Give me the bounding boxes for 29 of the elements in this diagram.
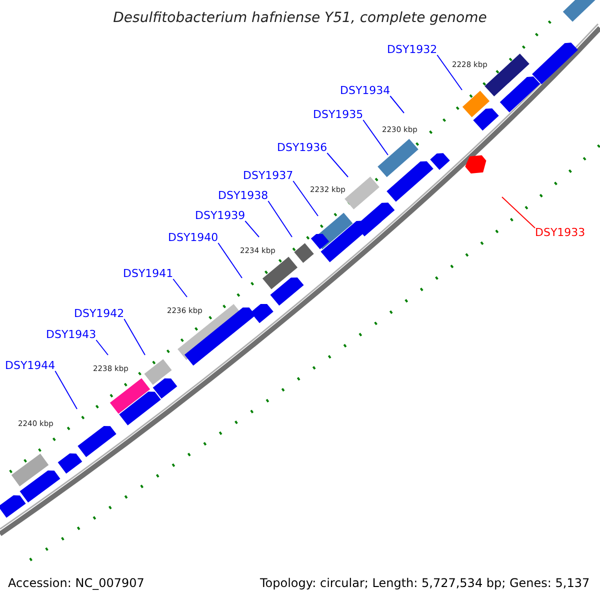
leader-line bbox=[268, 200, 292, 238]
gene-label: DSY1935 bbox=[313, 108, 364, 122]
leader-line bbox=[326, 152, 348, 178]
gene-label: DSY1937 bbox=[243, 169, 294, 183]
title: Desulfitobacterium hafniense Y51, complete genome bbox=[112, 9, 488, 28]
gene-label: DSY1932 bbox=[387, 43, 438, 57]
gene-label: DSY1944 bbox=[5, 359, 56, 373]
gene-label: DSY1934 bbox=[340, 84, 390, 98]
gene-label: DSY1943 bbox=[46, 328, 96, 342]
gene-label: DSY1942 bbox=[74, 307, 124, 321]
gene-label: DSY1936 bbox=[277, 141, 328, 155]
leader-line bbox=[124, 318, 146, 356]
leader-line bbox=[172, 278, 188, 298]
leader-line bbox=[218, 242, 242, 278]
footer-note: Topology: circular; Length: 5,727,534 bp; Genes: 5,137 bbox=[260, 575, 590, 592]
gene-label: DSY1940 bbox=[168, 231, 218, 245]
leader-line bbox=[292, 180, 318, 216]
gene-label: DSY1938 bbox=[218, 189, 268, 203]
leader-line bbox=[54, 370, 78, 410]
leader-line bbox=[96, 340, 108, 356]
leader-line bbox=[436, 54, 462, 90]
footer-note: Accession: NC_007907 bbox=[8, 575, 144, 592]
leader-line bbox=[362, 120, 388, 156]
leader-line bbox=[390, 96, 404, 114]
leader-line bbox=[502, 196, 536, 228]
gene-label: DSY1933 bbox=[535, 226, 586, 240]
gene-label: DSY1941 bbox=[123, 267, 174, 281]
leader-line bbox=[244, 220, 260, 238]
gene-label: DSY1939 bbox=[195, 209, 246, 223]
